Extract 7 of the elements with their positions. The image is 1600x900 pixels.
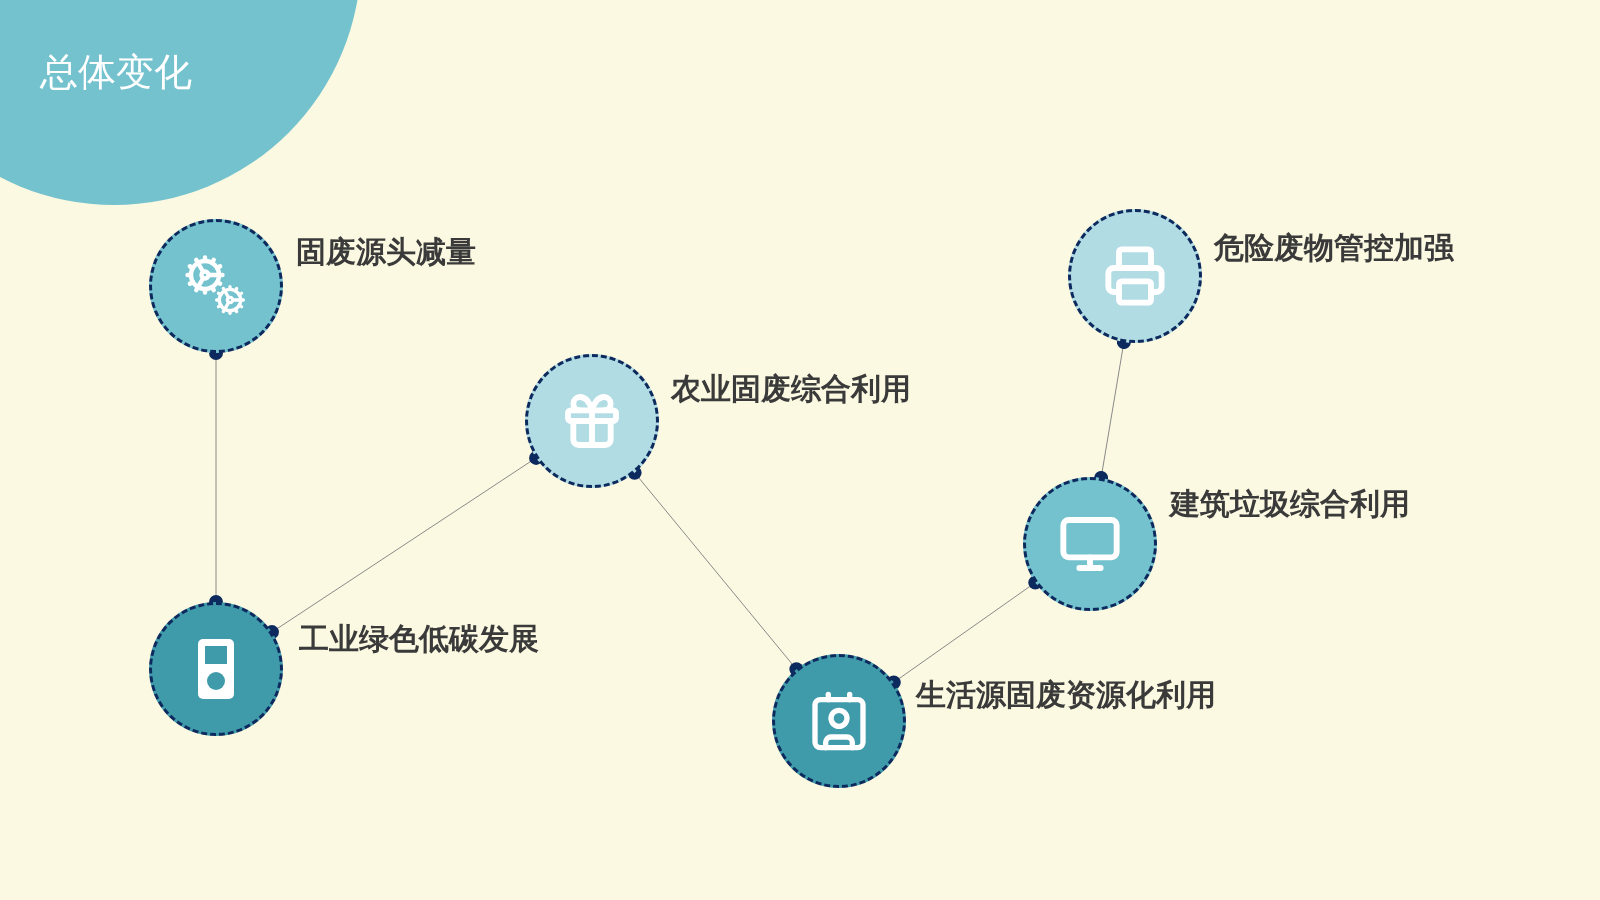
node-label: 固废源头减量 — [296, 232, 476, 271]
node-label: 生活源固废资源化利用 — [916, 675, 1216, 714]
node-label: 农业固废综合利用 — [671, 369, 911, 408]
node-label: 工业绿色低碳发展 — [299, 619, 539, 658]
title: 总体变化 — [40, 49, 192, 96]
node-label: 危险废物管控加强 — [1214, 228, 1454, 267]
node-label: 建筑垃圾综合利用 — [1170, 484, 1410, 523]
